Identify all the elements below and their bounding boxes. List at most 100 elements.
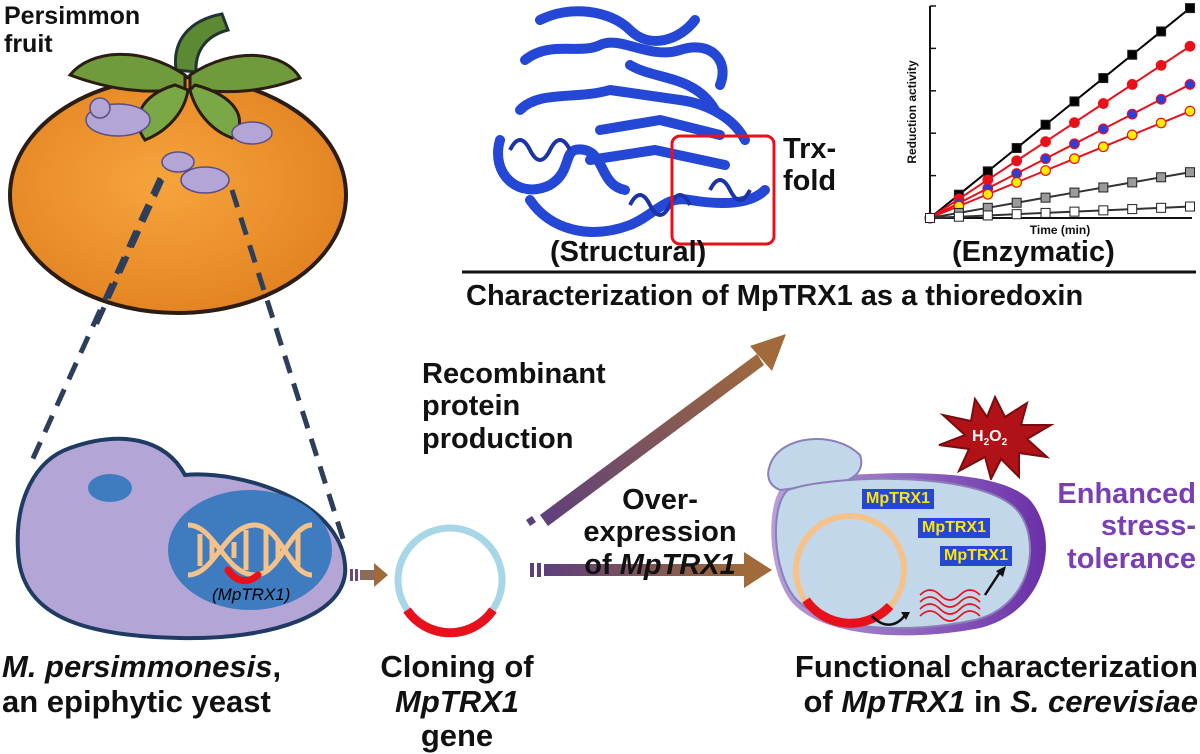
data-point <box>982 188 994 200</box>
protein-badge: MpTRX1 <box>918 518 990 538</box>
data-point <box>1185 201 1195 212</box>
protein-structure-illustration <box>493 6 776 246</box>
structural-caption: (Structural) <box>550 236 707 268</box>
persimmon-calyx-leaf <box>136 83 190 142</box>
gene-highlight <box>224 566 262 585</box>
data-point <box>1126 108 1138 120</box>
data-point <box>1097 123 1109 135</box>
data-point <box>1126 129 1138 141</box>
yeast-colony <box>231 121 273 145</box>
persimmon-label-line2: fruit <box>4 30 53 58</box>
yeast-cell-illustration <box>15 436 348 641</box>
data-point <box>1040 207 1051 218</box>
transcription-arrow <box>871 614 907 626</box>
expression-insert <box>802 597 894 628</box>
species-name: M. persimmonesis <box>2 649 273 684</box>
data-point <box>1126 79 1138 90</box>
data-point <box>1127 177 1138 188</box>
data-point <box>1011 197 1022 208</box>
series-line-4 <box>929 171 1191 219</box>
series-line-1 <box>929 45 1191 219</box>
characterization-caption: Characterization of MpTRX1 as a thioredo… <box>466 280 1084 312</box>
data-point <box>1156 172 1167 183</box>
persimmon-fruit-illustration <box>8 12 348 330</box>
yeast-colony <box>161 151 195 173</box>
data-point <box>1098 73 1109 84</box>
yeast-nucleus <box>168 490 332 610</box>
data-point <box>1156 26 1167 37</box>
functional-caption: Functional characterization of MpTRX1 in… <box>794 649 1198 719</box>
data-point <box>1011 155 1023 167</box>
persimmon-label-line1: Persimmon <box>4 2 141 30</box>
data-point <box>1040 153 1051 165</box>
data-point <box>1040 192 1051 203</box>
overexpression-label: Over- expression of MpTRX1 <box>583 484 737 581</box>
yeast-vacuole <box>88 474 132 502</box>
plasmid-icon <box>394 524 506 638</box>
recombinant-arrow <box>526 334 786 526</box>
yeast-caption-line2: an epiphytic yeast <box>2 683 271 719</box>
protein-badge: MpTRX1 <box>940 546 1012 566</box>
cerevisiae-cell-illustration <box>767 438 1046 636</box>
protein-badge: MpTRX1 <box>862 489 934 509</box>
trx-fold-box <box>670 134 776 246</box>
h2o2-label: H2O2 <box>972 428 1008 449</box>
data-point <box>1184 79 1196 90</box>
cell-bud <box>767 438 863 492</box>
data-point <box>1155 59 1167 71</box>
data-point <box>1185 167 1195 178</box>
plasmid-insert <box>403 607 497 638</box>
data-point <box>925 213 935 223</box>
overexpression-arrow <box>530 552 772 588</box>
zoom-lines <box>27 176 348 546</box>
data-point <box>1184 105 1196 117</box>
yeast-caption: M. persimmonesis, an epiphytic yeast <box>2 649 282 719</box>
data-point <box>1185 3 1195 14</box>
data-point <box>1040 165 1051 176</box>
data-point <box>1156 202 1167 213</box>
data-point <box>1069 153 1080 165</box>
data-point <box>1098 182 1109 193</box>
x-axis-label: Time (min) <box>1030 223 1090 237</box>
recombinant-label: Recombinant protein production <box>422 358 606 455</box>
data-point <box>1069 206 1080 217</box>
series-line-0 <box>929 7 1191 219</box>
persimmon-stem <box>173 12 230 74</box>
persimmon-label: Persimmon fruit <box>4 2 140 58</box>
data-point <box>1127 49 1138 60</box>
data-point <box>1040 136 1051 148</box>
data-point <box>953 211 964 222</box>
data-point <box>1097 98 1109 109</box>
enzymatic-caption: (Enzymatic) <box>952 236 1115 268</box>
data-point <box>1069 187 1080 198</box>
data-point <box>1097 141 1109 153</box>
enhanced-stress-tolerance-label: Enhanced stress- tolerance <box>1057 478 1196 575</box>
data-point <box>1127 204 1138 215</box>
h2o2-stress-icon <box>938 395 1055 480</box>
series-line-5 <box>929 205 1191 219</box>
data-point <box>1011 143 1022 154</box>
data-point <box>1011 168 1023 179</box>
trx-fold-label: Trx- fold <box>783 133 837 198</box>
y-axis-label: Reduction activity <box>905 60 919 164</box>
arrow-to-cloning <box>350 563 388 587</box>
data-point <box>1069 96 1080 107</box>
data-point <box>982 210 993 221</box>
data-point <box>1098 205 1109 216</box>
data-point <box>1040 119 1051 130</box>
yeast-gene-label: (MpTRX1) <box>212 585 291 604</box>
persimmon-calyx-leaf <box>188 83 241 140</box>
series-line-2 <box>929 83 1191 219</box>
diagram-arrows <box>462 270 1196 588</box>
yeast-colony <box>180 166 230 194</box>
data-point <box>1184 40 1196 52</box>
data-point <box>1155 117 1167 129</box>
zoom-line-right <box>229 189 348 546</box>
data-point <box>1011 209 1022 220</box>
zoom-line-left <box>27 176 163 467</box>
reduction-activity-line-chart: Time (min) Reduction activity <box>905 3 1196 237</box>
series-line-3 <box>929 110 1191 219</box>
data-point <box>1069 138 1080 150</box>
data-point <box>1011 176 1023 188</box>
translation-arrow <box>983 571 1002 596</box>
